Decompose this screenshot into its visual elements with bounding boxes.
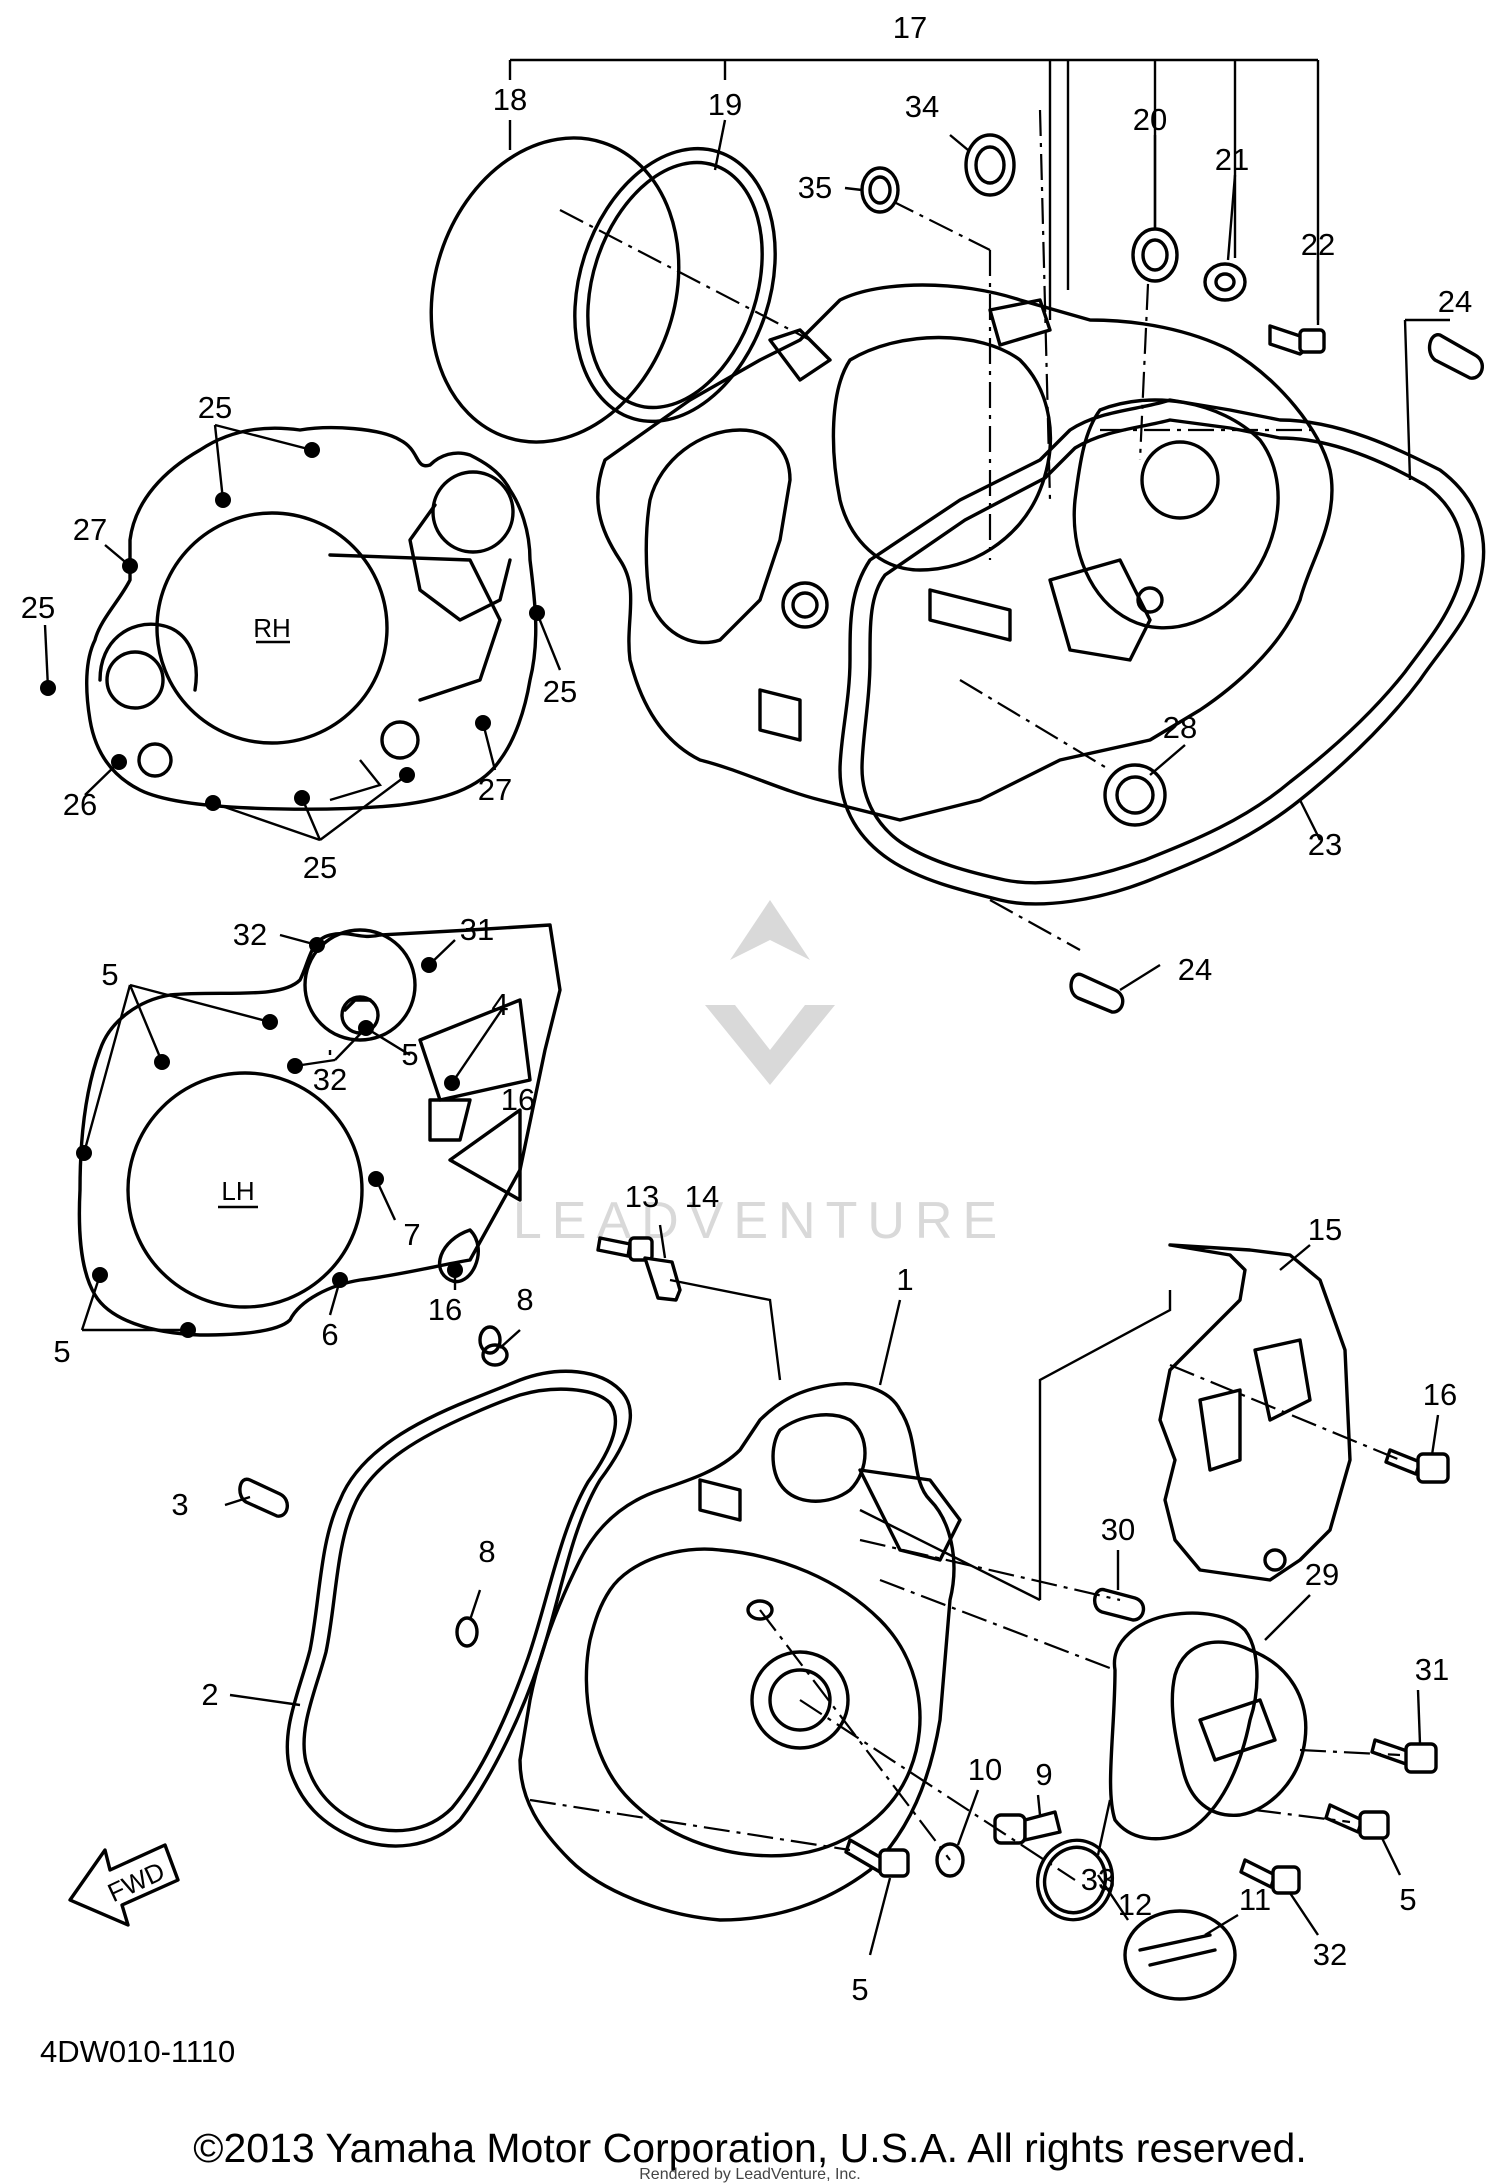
callout-34: 34	[905, 89, 939, 124]
callout-5-lower: 5	[53, 1334, 70, 1369]
callout-24-bottom: 24	[1178, 952, 1212, 987]
callout-13: 13	[625, 1179, 659, 1214]
washer-21	[1203, 262, 1247, 302]
callout-35: 35	[798, 170, 832, 205]
callout-5-middle: 5	[401, 1037, 418, 1072]
callout-31-upper: 31	[460, 912, 494, 947]
upper-small-parts	[860, 133, 1484, 1014]
callout-21: 21	[1215, 142, 1249, 177]
dowel-24b	[1069, 972, 1125, 1014]
callout-15: 15	[1308, 1212, 1342, 1247]
callout-25-left: 25	[21, 590, 55, 625]
callout-32-lower: 32	[1313, 1937, 1347, 1972]
callout-32-middle: 32	[313, 1062, 347, 1097]
callout-7: 7	[403, 1217, 420, 1252]
callout-8-lower: 8	[478, 1534, 495, 1569]
callout-4: 4	[491, 987, 508, 1022]
callout-28: 28	[1163, 710, 1197, 745]
callout-5-upper: 5	[101, 957, 118, 992]
leader-lines	[43, 58, 1450, 1956]
callout-25-bottom: 25	[303, 850, 337, 885]
callout-2: 2	[201, 1677, 218, 1712]
dowel-24a	[1427, 333, 1484, 380]
callout-30: 30	[1101, 1512, 1135, 1547]
callout-5-right: 5	[1399, 1882, 1416, 1917]
rh-bolt-dots	[40, 442, 545, 811]
callout-10: 10	[968, 1752, 1002, 1787]
callout-16-lower: 16	[428, 1292, 462, 1327]
lh-label: LH	[221, 1176, 254, 1206]
copyright-notice: ©2013 Yamaha Motor Corporation, U.S.A. A…	[193, 2125, 1307, 2171]
diagram-code: 4DW010-1110	[40, 2034, 235, 2069]
callout-18: 18	[493, 82, 527, 117]
callout-12: 12	[1118, 1887, 1152, 1922]
callout-25-top: 25	[198, 390, 232, 425]
callout-8-upper: 8	[516, 1282, 533, 1317]
fwd-arrow: FWD	[68, 1843, 180, 1927]
rh-label: RH	[253, 613, 291, 643]
callout-9: 9	[1035, 1757, 1052, 1792]
rh-crankcase-cover	[429, 109, 1486, 951]
callout-17: 17	[893, 10, 927, 45]
rh-cover-outline: RH	[40, 426, 545, 811]
callout-27-right: 27	[478, 772, 512, 807]
callout-14: 14	[685, 1179, 719, 1214]
seal-35	[860, 166, 900, 214]
callout-20: 20	[1133, 102, 1167, 137]
callout-11: 11	[1239, 1882, 1271, 1917]
rendered-by-note: Rendered by LeadVenture, Inc.	[639, 2166, 861, 2183]
callout-6: 6	[321, 1317, 338, 1352]
leadventure-watermark: LEADVENTURE	[513, 900, 1007, 1250]
callout-3: 3	[171, 1487, 188, 1522]
callout-22: 22	[1301, 227, 1335, 262]
seal-20	[1131, 227, 1179, 283]
callout-19: 19	[708, 87, 742, 122]
callout-24-top: 24	[1438, 284, 1472, 319]
lh-cover-outline: LH	[76, 923, 562, 1338]
callout-32-top: 32	[233, 917, 267, 952]
callout-25-right: 25	[543, 674, 577, 709]
callout-31-lower: 31	[1415, 1652, 1449, 1687]
callout-numbers: 17 18 19 34 35 20 21 22 24 28 23 24 25 2…	[21, 10, 1472, 2007]
callout-16-upper: 16	[501, 1082, 535, 1117]
callout-23: 23	[1308, 827, 1342, 862]
watermark-text: LEADVENTURE	[513, 1192, 1007, 1250]
callout-29: 29	[1305, 1557, 1339, 1592]
callout-1: 1	[896, 1262, 913, 1297]
callout-33: 33	[1081, 1862, 1115, 1897]
oil-seal-34	[964, 133, 1016, 197]
bolt-22	[1268, 324, 1326, 356]
callout-16-right: 16	[1423, 1377, 1457, 1412]
callout-27-left: 27	[73, 512, 107, 547]
callout-26: 26	[63, 787, 97, 822]
callout-5-bottom: 5	[851, 1972, 868, 2007]
